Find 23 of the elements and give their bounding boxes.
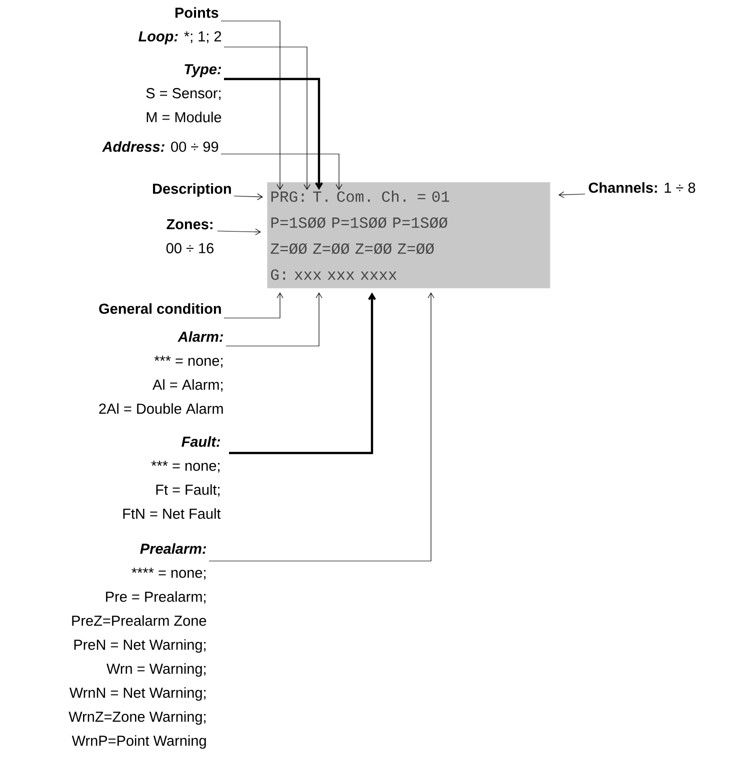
- label-text: General condition: [99, 303, 221, 314]
- leader-arrow: [224, 292, 284, 318]
- leader-arrow: [226, 292, 322, 346]
- leader-arrow: [224, 78, 323, 190]
- label-text: Prealarm: **** = none; Pre = Prealarm; PreZ=Prealarm Zone PreN = Net Warning; Wrn = Warning; WrnN = Net Warning; WrnZ=Zone Warning; WrnP=Point Warning: [68, 543, 206, 749]
- leader-arrow: [558, 192, 586, 198]
- leader-arrow: [234, 194, 263, 200]
- leader-arrow: [220, 20, 284, 190]
- label-text: Description: [153, 183, 231, 197]
- leader-arrow: [229, 292, 376, 454]
- label-text: Zones: 00 ÷ 16: [166, 219, 214, 254]
- leader-arrow: [220, 154, 342, 190]
- leader-arrow: [217, 228, 261, 236]
- label-text: Channels: 1 ÷ 8: [588, 182, 696, 193]
- label-text: Type: S = Sensor; M = Module: [146, 64, 222, 122]
- display-screen: PRG: T. Com. Ch. = 01 P=1SØØ P=1SØØ P=1SØØ Z=ØØ Z=ØØ Z=ØØ Z=ØØ G: xxx xxx xxxx: [267, 182, 550, 288]
- label-text: Address: 00 ÷ 99: [102, 141, 218, 152]
- label-text: Alarm: *** = none; Al = Alarm; 2Al = Double Alarm: [99, 331, 224, 414]
- label-text: Fault: *** = none; Ft = Fault; FtN = Net Fault: [123, 436, 221, 519]
- leader-arrow: [224, 46, 310, 190]
- leader-arrow: [208, 292, 434, 562]
- label-text: Loop: *; 1; 2: [138, 31, 222, 44]
- label-text: Points: [175, 7, 218, 18]
